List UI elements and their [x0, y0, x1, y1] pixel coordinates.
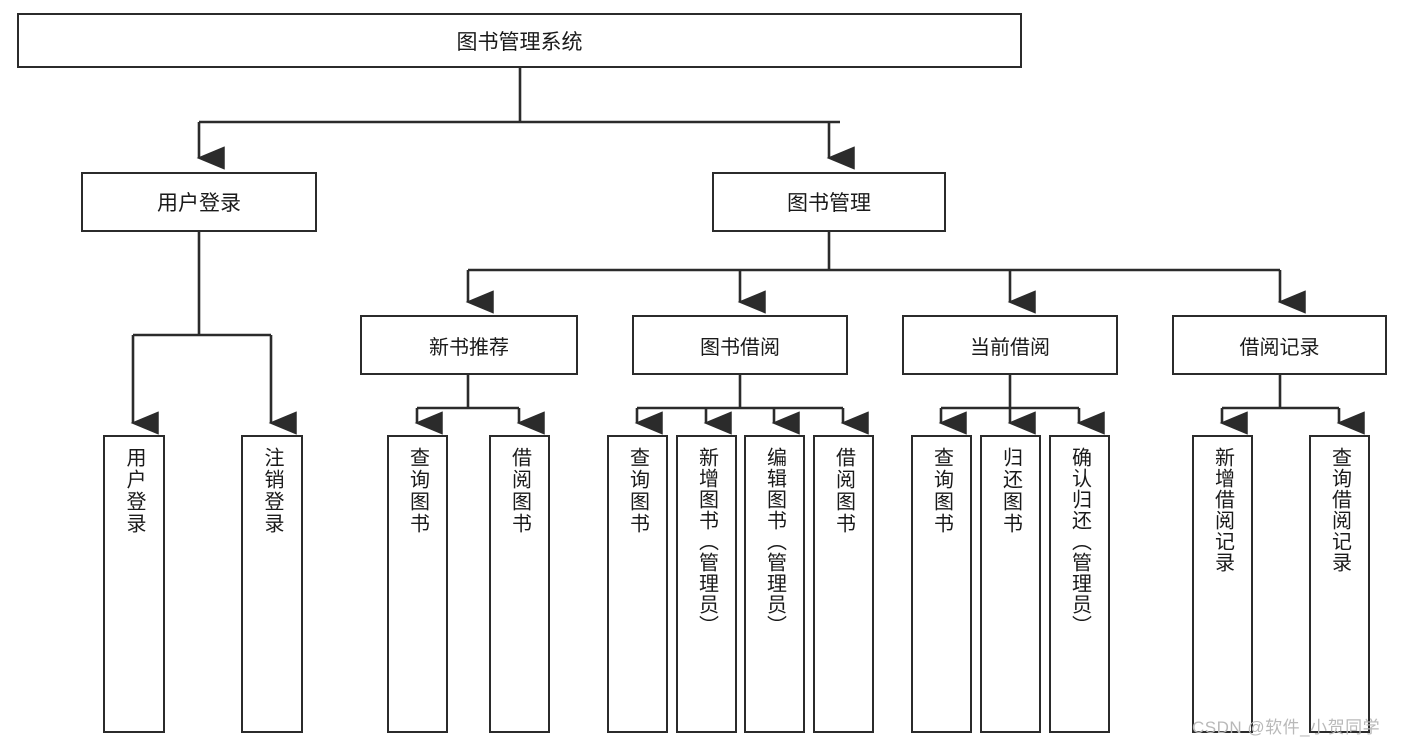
node-current-borrow-label: 当前借阅 [970, 336, 1050, 359]
leaf-current-borrow-query-book[interactable]: 查询图书 [911, 435, 972, 733]
leaf-label: 新增借阅记录 [1211, 447, 1234, 573]
leaf-label: 新增图书（管理员） [695, 447, 718, 636]
leaf-user-login-login[interactable]: 用户登录 [103, 435, 165, 733]
watermark: CSDN @软件_小贺同学 [1192, 718, 1381, 737]
node-book-borrow-label: 图书借阅 [700, 336, 780, 359]
node-new-book-recommend[interactable]: 新书推荐 [360, 315, 578, 375]
leaf-current-borrow-confirm-return[interactable]: 确认归还（管理员） [1049, 435, 1110, 733]
node-root[interactable]: 图书管理系统 [17, 13, 1022, 68]
leaf-borrow-record-query-record[interactable]: 查询借阅记录 [1309, 435, 1370, 733]
leaf-book-borrow-edit-book[interactable]: 编辑图书（管理员） [744, 435, 805, 733]
node-user-login-label: 用户登录 [157, 192, 241, 215]
node-borrow-record[interactable]: 借阅记录 [1172, 315, 1387, 375]
node-book-management[interactable]: 图书管理 [712, 172, 946, 232]
leaf-label: 借阅图书 [832, 447, 855, 535]
leaf-label: 查询图书 [406, 447, 429, 535]
leaf-new-book-query-book[interactable]: 查询图书 [387, 435, 448, 733]
leaf-current-borrow-return-book[interactable]: 归还图书 [980, 435, 1041, 733]
leaf-label: 归还图书 [999, 447, 1022, 535]
leaf-label: 借阅图书 [508, 447, 531, 535]
node-current-borrow[interactable]: 当前借阅 [902, 315, 1118, 375]
node-new-book-recommend-label: 新书推荐 [429, 336, 509, 359]
leaf-label: 用户登录 [123, 447, 145, 535]
node-book-management-label: 图书管理 [787, 192, 871, 215]
leaf-label: 查询图书 [930, 447, 953, 535]
leaf-label: 注销登录 [261, 447, 283, 535]
leaf-book-borrow-query-book[interactable]: 查询图书 [607, 435, 668, 733]
leaf-book-borrow-borrow-book[interactable]: 借阅图书 [813, 435, 874, 733]
leaf-label: 编辑图书（管理员） [763, 447, 786, 636]
leaf-new-book-borrow-book[interactable]: 借阅图书 [489, 435, 550, 733]
leaf-label: 查询借阅记录 [1328, 447, 1351, 573]
node-root-label: 图书管理系统 [456, 30, 583, 54]
node-borrow-record-label: 借阅记录 [1239, 336, 1320, 359]
leaf-borrow-record-add-record[interactable]: 新增借阅记录 [1192, 435, 1253, 733]
leaf-label: 查询图书 [626, 447, 649, 535]
node-user-login[interactable]: 用户登录 [81, 172, 317, 232]
leaf-book-borrow-add-book[interactable]: 新增图书（管理员） [676, 435, 737, 733]
node-book-borrow[interactable]: 图书借阅 [632, 315, 848, 375]
leaf-user-login-logout[interactable]: 注销登录 [241, 435, 303, 733]
leaf-label: 确认归还（管理员） [1068, 447, 1091, 636]
